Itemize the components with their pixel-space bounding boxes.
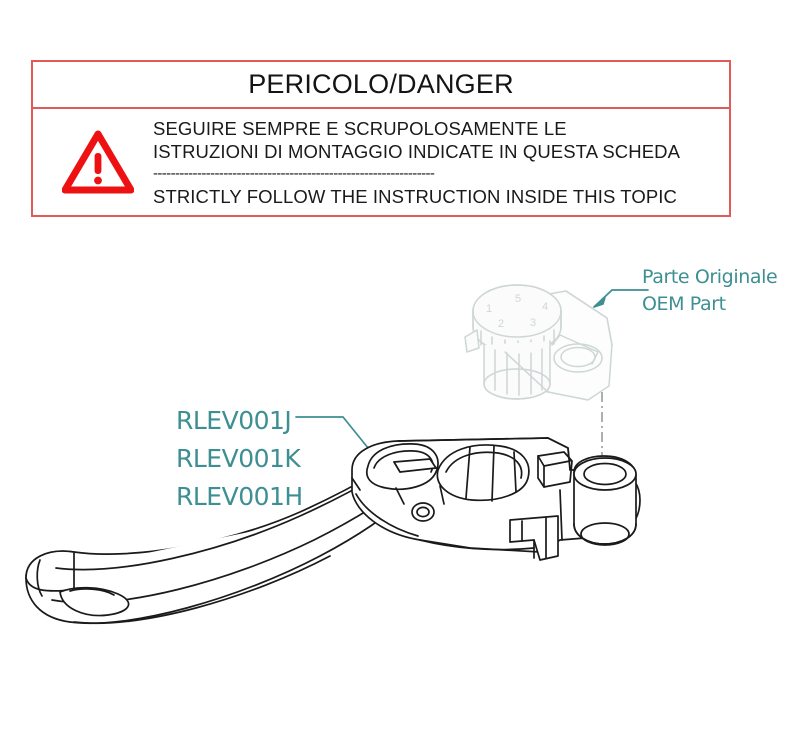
part-code-1: RLEV001J xyxy=(176,406,292,435)
danger-separator: ----------------------------------------… xyxy=(153,164,435,182)
danger-body: SEGUIRE SEMPRE E SCRUPOLOSAMENTE LE ISTR… xyxy=(33,109,729,215)
danger-title: PERICOLO/DANGER xyxy=(248,69,514,99)
oem-label-it: Parte Originale xyxy=(642,266,778,288)
danger-title-row: PERICOLO/DANGER xyxy=(33,62,729,109)
part-code-label-group: RLEV001J RLEV001K RLEV001H xyxy=(176,402,376,516)
danger-text-it-line1: SEGUIRE SEMPRE E SCRUPOLOSAMENTE LE xyxy=(153,117,567,139)
danger-text-block: SEGUIRE SEMPRE E SCRUPOLOSAMENTE LE ISTR… xyxy=(153,117,729,208)
dial-number-3: 3 xyxy=(530,317,536,329)
part-code-3: RLEV001H xyxy=(176,482,303,511)
danger-text-en-line1: STRICTLY FOLLOW THE INSTRUCTION INSIDE T… xyxy=(153,185,678,207)
dial-number-4: 4 xyxy=(542,301,548,313)
part-code-2: RLEV001K xyxy=(176,444,301,473)
oem-label-en: OEM Part xyxy=(642,293,726,315)
warning-triangle-icon xyxy=(43,130,153,194)
oem-part-label-group: Parte Originale OEM Part xyxy=(642,264,792,318)
danger-warning-box: PERICOLO/DANGER SEGUIRE SEMPRE E SCRUPOL… xyxy=(31,60,731,217)
dial-number-5: 5 xyxy=(515,293,521,305)
danger-text-it-line2: ISTRUZIONI DI MONTAGGIO INDICATE IN QUES… xyxy=(153,140,681,162)
dial-number-2: 2 xyxy=(498,318,504,330)
oem-bracket-assembly xyxy=(464,284,613,401)
dial-number-1: 1 xyxy=(486,303,492,315)
adjuster-dial-numbers: 1 2 3 4 5 xyxy=(486,293,548,330)
oem-leader-line xyxy=(593,289,649,308)
